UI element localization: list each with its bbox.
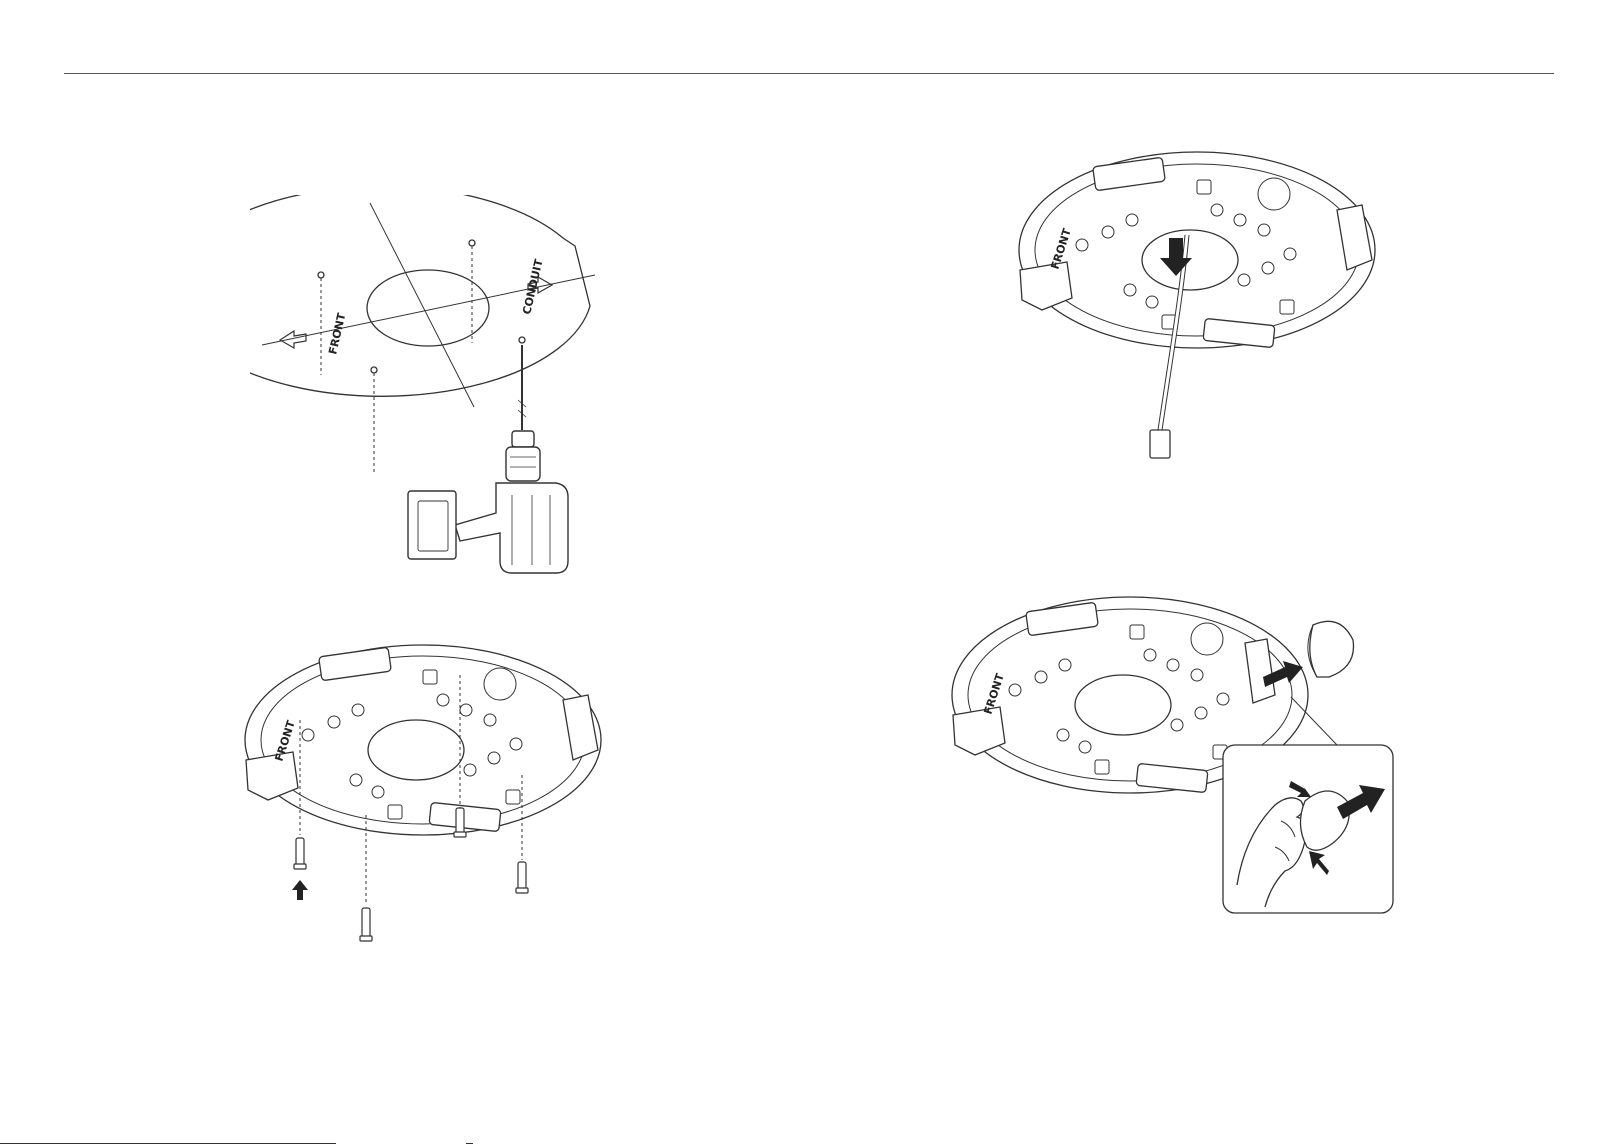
screw-fixing-figure: FRONT bbox=[238, 640, 608, 970]
bottom-tick bbox=[466, 1143, 473, 1144]
mount-plate-center-hole bbox=[1075, 675, 1171, 735]
top-rule bbox=[64, 73, 1554, 74]
cable-routing-figure: FRONT bbox=[1012, 140, 1382, 480]
template-sheet bbox=[250, 195, 590, 396]
mount-plate-center-hole bbox=[368, 720, 464, 780]
template-drilling-figure: FRONT CONDUIT bbox=[250, 195, 630, 595]
cap-removal-figure: FRONT bbox=[945, 585, 1445, 935]
conduit-cap bbox=[1310, 621, 1354, 677]
cable-connector bbox=[1150, 430, 1170, 458]
drill-icon bbox=[408, 431, 568, 573]
bottom-rule bbox=[0, 1143, 336, 1144]
push-up-arrow-icon bbox=[292, 880, 308, 900]
